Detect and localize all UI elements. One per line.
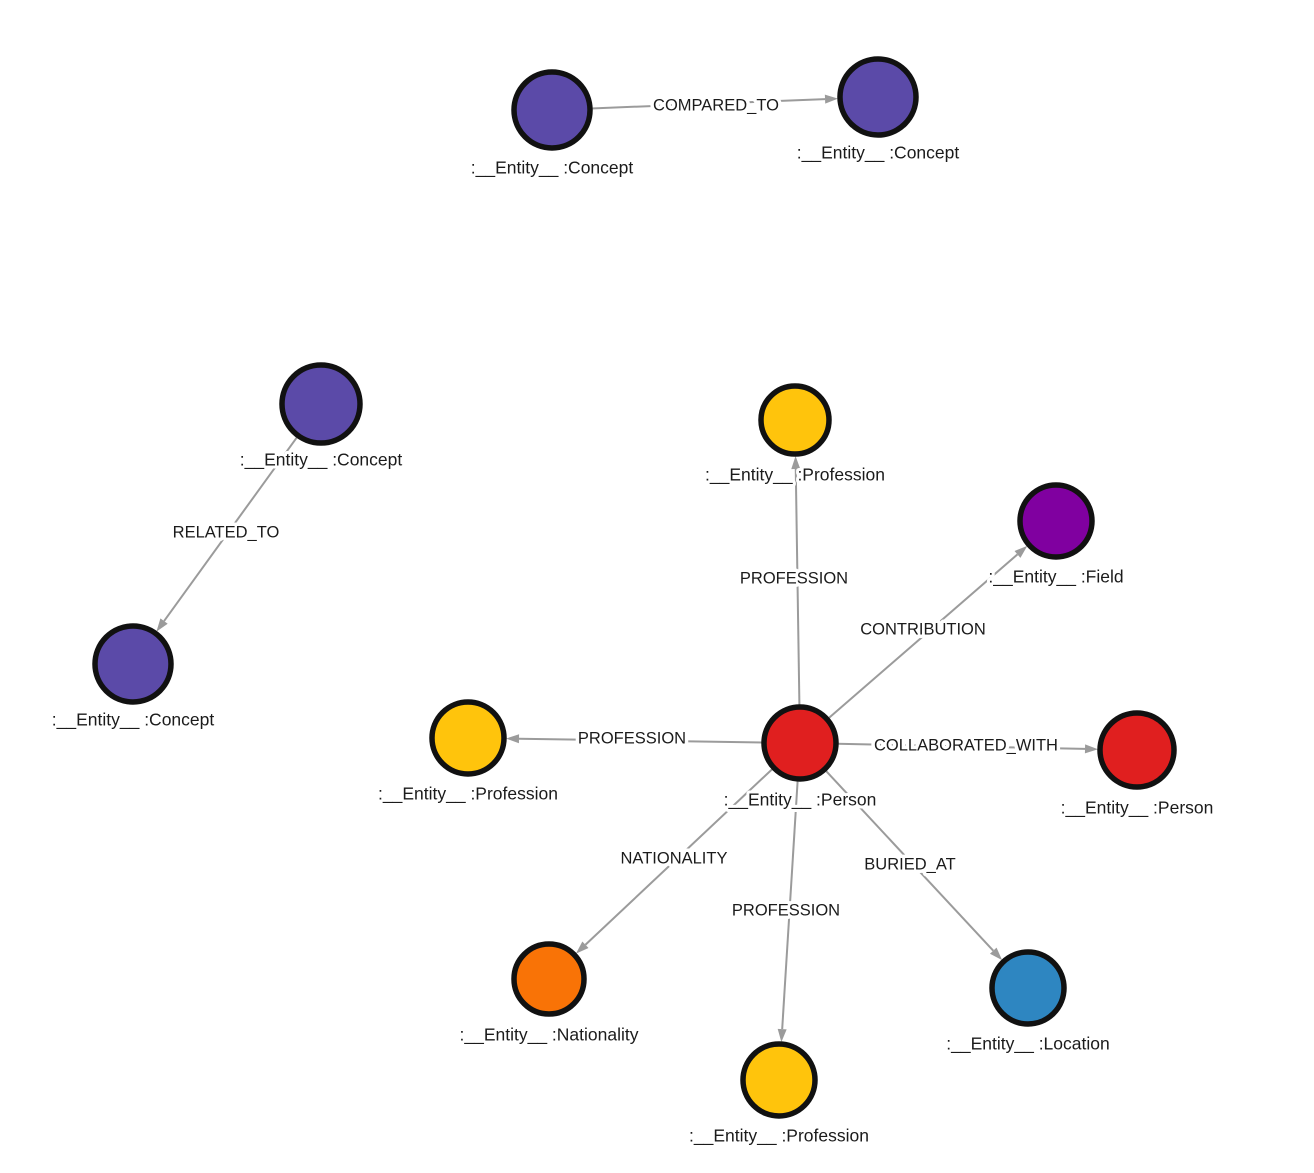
edge-label: RELATED_TO: [173, 523, 280, 541]
node-label-halo: :__Entity__ :Concept: [797, 143, 960, 164]
node-label-halo: :__Entity__ :Profession: [378, 784, 558, 805]
node-label: :__Entity__ :Location: [946, 1034, 1109, 1055]
node-label: :__Entity__ :Concept: [471, 158, 634, 179]
graph-edge[interactable]: [827, 553, 1019, 720]
node-label: :__Entity__ :Profession: [378, 784, 558, 805]
graph-edge[interactable]: [836, 742, 1086, 750]
edge-label-halo: BURIED_AT: [864, 855, 955, 873]
graph-node-profession[interactable]: [740, 1041, 818, 1119]
graph-node-concept[interactable]: [92, 623, 174, 705]
edge-label-halo: COMPARED_TO: [653, 96, 779, 114]
edge-arrowhead-icon: [1014, 545, 1028, 558]
graph-node-concept[interactable]: [279, 362, 363, 446]
graph-node-profession[interactable]: [429, 699, 507, 777]
edge-label: PROFESSION: [578, 729, 686, 747]
graph-node-location[interactable]: [989, 949, 1067, 1027]
node-label-halo: :__Entity__ :Profession: [689, 1126, 869, 1147]
graph-edge[interactable]: [824, 769, 994, 952]
node-label-halo: :__Entity__ :Person: [724, 790, 877, 811]
graph-node-concept[interactable]: [511, 69, 593, 151]
node-label-halo: :__Entity__ :Person: [1061, 798, 1214, 819]
nodes-layer: [92, 56, 1177, 1119]
graph-edge[interactable]: [590, 98, 826, 110]
node-label: :__Entity__ :Field: [988, 567, 1123, 588]
edge-label: PROFESSION: [732, 901, 840, 919]
edge-arrowhead-icon: [505, 734, 520, 744]
edge-label: COMPARED_TO: [653, 96, 779, 114]
graph-edge[interactable]: [794, 468, 801, 707]
edge-label-halo: RELATED_TO: [173, 523, 280, 541]
edge-arrowhead-icon: [1084, 744, 1099, 754]
edge-label: PROFESSION: [740, 569, 848, 587]
edge-label-halo: CONTRIBUTION: [860, 620, 986, 638]
graph-node-person[interactable]: [1097, 710, 1177, 790]
edge-label-halo: PROFESSION: [732, 901, 840, 919]
graph-node-concept[interactable]: [837, 56, 919, 138]
edge-label-halo: COLLABORATED_WITH: [874, 736, 1058, 754]
graph-node-person[interactable]: [761, 704, 839, 782]
edge-arrowhead-icon: [791, 455, 801, 470]
graph-edge[interactable]: [781, 779, 799, 1030]
node-labels-layer: :__Entity__ :Concept :__Entity__ :Concept…: [49, 140, 1217, 1150]
node-label: :__Entity__ :Concept: [797, 143, 960, 164]
node-label: :__Entity__ :Person: [724, 790, 877, 811]
edges-layer: [156, 94, 1099, 1043]
graph-edge[interactable]: [584, 767, 774, 946]
edge-label: CONTRIBUTION: [860, 620, 986, 638]
edge-label-halo: PROFESSION: [740, 569, 848, 587]
edge-arrowhead-icon: [824, 94, 839, 104]
node-label: :__Entity__ :Person: [1061, 798, 1214, 819]
edge-arrowhead-icon: [575, 941, 589, 954]
node-label-halo: :__Entity__ :Concept: [471, 158, 634, 179]
node-label-halo: :__Entity__ :Profession: [705, 465, 885, 486]
edge-arrowhead-icon: [989, 947, 1003, 961]
node-label: :__Entity__ :Concept: [240, 450, 403, 471]
edge-label-halo: PROFESSION: [578, 729, 686, 747]
node-label-halo: :__Entity__ :Concept: [52, 710, 215, 731]
node-label-halo: :__Entity__ :Location: [946, 1034, 1109, 1055]
edge-label-halo: NATIONALITY: [621, 849, 728, 867]
edge-arrowhead-icon: [777, 1028, 787, 1043]
node-label: :__Entity__ :Profession: [689, 1126, 869, 1147]
graph-edge[interactable]: [163, 435, 299, 622]
edge-label: COLLABORATED_WITH: [874, 736, 1058, 754]
edge-arrowhead-icon: [156, 618, 168, 632]
node-label: :__Entity__ :Nationality: [460, 1025, 639, 1046]
node-label-halo: :__Entity__ :Field: [988, 567, 1123, 588]
graph-edge[interactable]: [518, 737, 764, 744]
node-label-halo: :__Entity__ :Concept: [240, 450, 403, 471]
graph-node-profession[interactable]: [758, 383, 832, 457]
graph-node-field[interactable]: [1017, 482, 1095, 560]
node-label-halo: :__Entity__ :Nationality: [460, 1025, 639, 1046]
graph-node-nationality[interactable]: [511, 941, 587, 1017]
edge-label: NATIONALITY: [621, 849, 728, 867]
node-label: :__Entity__ :Profession: [705, 465, 885, 486]
edge-label: BURIED_AT: [864, 855, 955, 873]
node-label: :__Entity__ :Concept: [52, 710, 215, 731]
edge-labels-layer: COMPARED_TOCOMPARED_TORELATED_TORELATED_…: [169, 93, 1061, 923]
